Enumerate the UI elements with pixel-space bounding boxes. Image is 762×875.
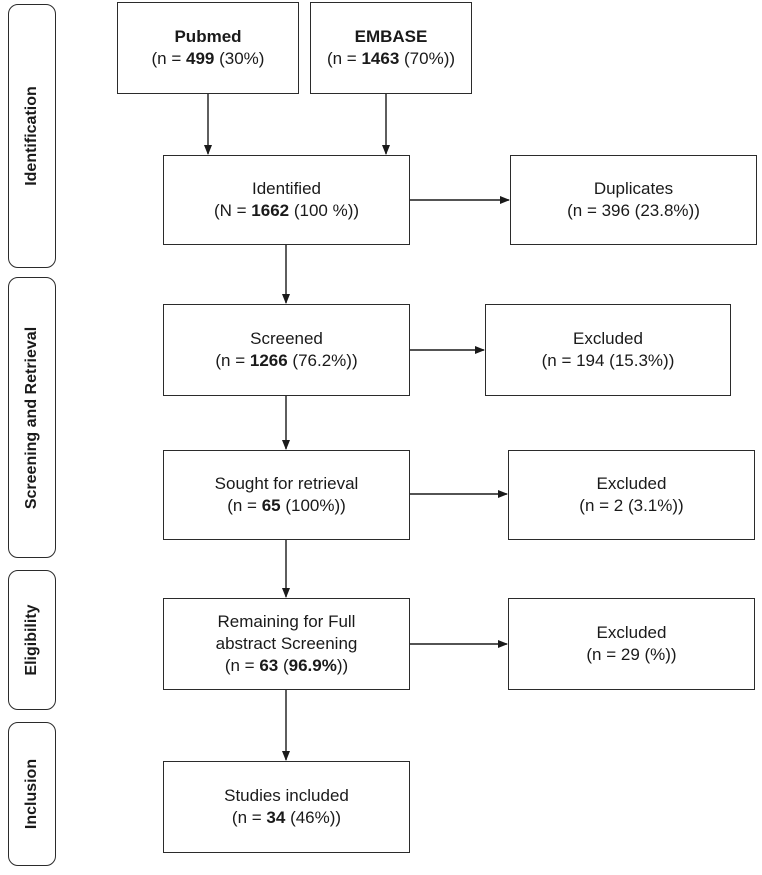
- duplicates-title: Duplicates: [593, 179, 674, 198]
- excluded-screening-count: (n = 194 (15.3%)): [541, 351, 675, 370]
- excluded-retrieval-count: (n = 2 (3.1%)): [579, 496, 684, 515]
- remaining-box: Remaining for Full abstract Screening (n…: [163, 598, 410, 690]
- identified-box: Identified (N = 1662 (100 %)): [163, 155, 410, 245]
- excluded-screening-title: Excluded: [573, 329, 643, 348]
- stage-screening-retrieval-label: Screening and Retrieval: [23, 326, 40, 509]
- screened-count: (n = 1266 (76.2%)): [215, 351, 358, 370]
- remaining-count: (n = 63 (96.9%)): [224, 656, 349, 675]
- stage-inclusion-label: Inclusion: [23, 758, 40, 830]
- sought-count: (n = 65 (100%)): [227, 496, 346, 515]
- pubmed-count: (n = 499 (30%): [151, 49, 265, 68]
- duplicates-box: Duplicates (n = 396 (23.8%)): [510, 155, 757, 245]
- excluded-retrieval-title: Excluded: [596, 474, 667, 493]
- excluded-screening-box: Excluded (n = 194 (15.3%)): [485, 304, 731, 396]
- identified-count: (N = 1662 (100 %)): [213, 201, 360, 220]
- screened-title: Screened: [250, 329, 323, 348]
- stage-eligibility-label: Eligibility: [23, 604, 40, 676]
- embase-count: (n = 1463 (70%)): [326, 49, 456, 68]
- remaining-title-line1: Remaining for Full: [217, 612, 356, 631]
- excluded-retrieval-box: Excluded (n = 2 (3.1%)): [508, 450, 755, 540]
- stage-identification-label: Identification: [23, 86, 40, 186]
- pubmed-box: Pubmed (n = 499 (30%): [117, 2, 299, 94]
- included-count: (n = 34 (46%)): [231, 808, 342, 827]
- excluded-eligibility-count: (n = 29 (%)): [586, 645, 677, 664]
- sought-title: Sought for retrieval: [214, 474, 359, 493]
- included-title: Studies included: [224, 786, 349, 805]
- stage-eligibility: Eligibility: [8, 570, 56, 710]
- included-box: Studies included (n = 34 (46%)): [163, 761, 410, 853]
- pubmed-title: Pubmed: [174, 27, 242, 46]
- screened-box: Screened (n = 1266 (76.2%)): [163, 304, 410, 396]
- embase-box: EMBASE (n = 1463 (70%)): [310, 2, 472, 94]
- duplicates-count: (n = 396 (23.8%)): [567, 201, 700, 220]
- remaining-title-line2: abstract Screening: [215, 634, 358, 653]
- stage-screening-retrieval: Screening and Retrieval: [8, 277, 56, 558]
- excluded-eligibility-title: Excluded: [596, 623, 667, 642]
- sought-box: Sought for retrieval (n = 65 (100%)): [163, 450, 410, 540]
- stage-inclusion: Inclusion: [8, 722, 56, 866]
- embase-title: EMBASE: [354, 27, 428, 46]
- excluded-eligibility-box: Excluded (n = 29 (%)): [508, 598, 755, 690]
- stage-identification: Identification: [8, 4, 56, 268]
- identified-title: Identified: [252, 179, 321, 198]
